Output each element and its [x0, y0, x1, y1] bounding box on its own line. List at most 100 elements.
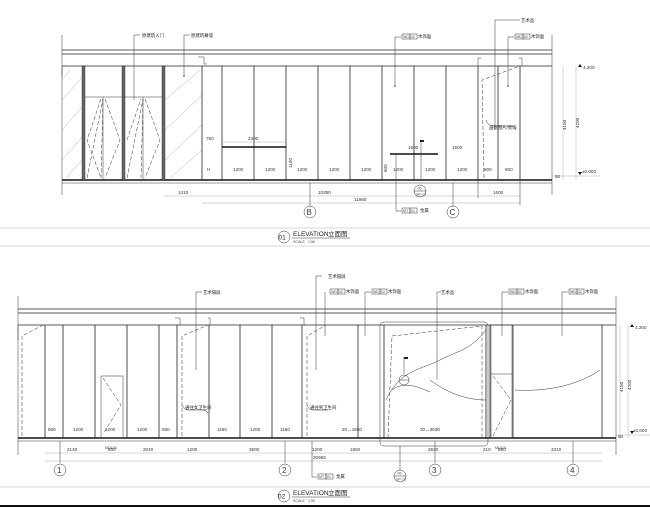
material-tag-wd-4: WD 02 木饰面 [364, 288, 402, 336]
wall-panels-02 [44, 325, 603, 438]
svg-text:1200: 1200 [361, 167, 372, 172]
svg-text:02: 02 [524, 35, 528, 39]
callout-art-01: 艺术品 [494, 17, 535, 130]
dim-760: 760 [206, 136, 214, 141]
svg-text:1:50: 1:50 [308, 240, 315, 244]
svg-text:1:50: 1:50 [308, 499, 315, 503]
svg-text:800: 800 [505, 167, 513, 172]
dim-1500: 1500 [452, 145, 463, 150]
svg-text:680: 680 [162, 427, 170, 432]
svg-text:SCALE: SCALE [293, 499, 305, 503]
door-md101 [490, 324, 513, 439]
svg-text:01: 01 [411, 209, 415, 213]
wall-panels-01 [201, 66, 521, 180]
elevation-02: MD104 MD101 680 1200 1200 1 [0, 273, 650, 507]
svg-text:SCALE: SCALE [293, 240, 305, 244]
callout-art-screen-1: 艺术隔屏 [195, 289, 221, 370]
door-tag-md104: MD104 [105, 446, 117, 450]
callout-art-02: 艺术品 [436, 289, 455, 380]
svg-text:1200: 1200 [265, 167, 276, 172]
grid-marker-4: 4 [570, 466, 575, 475]
svg-text:艺术隔屏: 艺术隔屏 [328, 273, 346, 280]
material-tag-wd-5: WD 02 木饰面 [501, 288, 539, 336]
svg-text:3500: 3500 [249, 447, 260, 452]
svg-text:1150: 1150 [217, 427, 227, 432]
door-tag-md101: MD101 [495, 446, 507, 450]
svg-text:680: 680 [48, 427, 56, 432]
svg-text:SP-13: SP-13 [396, 478, 406, 482]
material-tag-mt-02: MT 01 金属 [311, 441, 345, 480]
svg-text:02: 02 [518, 290, 522, 294]
left-wall-hatch [61, 69, 203, 179]
art-frame [379, 321, 489, 447]
svg-text:1200: 1200 [393, 167, 404, 172]
height-dim-4150-02: 4150 [619, 381, 624, 392]
material-tag-wd-3: WD 02 木饰面 [324, 288, 360, 336]
svg-text:立面图: 立面图 [328, 488, 348, 497]
panel-dims-01: H 1200 1200 1200 1200 1200 1200 1200 120… [207, 167, 513, 172]
svg-text:艺术品: 艺术品 [441, 289, 455, 296]
svg-text:02: 02 [411, 35, 415, 39]
material-tag-wd-6: WD 02 木饰面 [561, 288, 599, 336]
svg-text:ELEVATION: ELEVATION [293, 490, 329, 497]
dim-1410: 1410 [178, 190, 189, 195]
svg-text:木饰面: 木饰面 [346, 288, 360, 295]
grid-marker-c: C [450, 208, 456, 217]
grid-marker-b: B [307, 208, 312, 217]
svg-text:1200: 1200 [312, 447, 323, 452]
material-tag-mt: MT 01 金属 [395, 154, 429, 214]
svg-text:WD: WD [373, 290, 379, 294]
height-dim-4200: 4200 [575, 117, 580, 128]
dim-10350: 10350 [318, 190, 331, 195]
svg-text:ELEVATION: ELEVATION [293, 231, 329, 238]
material-tag-wd-1: WD 02 木饰面 [394, 33, 432, 87]
svg-text:02: 02 [278, 494, 286, 501]
small-dim-50-02: 50 [618, 434, 624, 439]
svg-text:05: 05 [418, 187, 422, 191]
svg-text:02: 02 [381, 290, 385, 294]
svg-text:01: 01 [279, 235, 287, 242]
svg-text:艺术隔屏: 艺术隔屏 [203, 289, 221, 296]
svg-text:WD: WD [331, 290, 337, 294]
svg-text:艺术品: 艺术品 [521, 17, 535, 24]
dim-2400: 2400 [248, 136, 259, 141]
section-marker-02: 05 SP-13 [393, 446, 407, 483]
svg-text:立面图: 立面图 [328, 229, 348, 238]
svg-text:MT: MT [319, 475, 325, 479]
svg-text:WD: WD [570, 290, 576, 294]
svg-text:木饰面: 木饰面 [418, 33, 432, 40]
svg-text:1200: 1200 [105, 427, 116, 432]
grid-marker-1: 1 [57, 466, 62, 475]
svg-text:3630: 3630 [428, 447, 439, 452]
svg-text:1200: 1200 [187, 447, 198, 452]
section-marker-01: 05 SP-13 [413, 184, 427, 198]
small-dim-50: 50 [555, 174, 561, 179]
svg-text:H: H [207, 167, 210, 172]
dim-11960: 11960 [354, 197, 367, 202]
svg-text:金属: 金属 [420, 207, 429, 214]
total-dim-20960: 20960 [313, 455, 326, 460]
elevation-01-title: 01 ELEVATION 立面图 SCALE 1:50 [277, 229, 350, 244]
material-tag-wd-2: WD 02 木饰面 [507, 33, 545, 87]
svg-text:1200: 1200 [297, 167, 308, 172]
grid-marker-2: 2 [282, 466, 287, 475]
callout-toilet-men: 通往男卫生间 [310, 404, 336, 411]
svg-text:880: 880 [498, 447, 506, 452]
svg-text:20↔1850: 20↔1850 [342, 427, 362, 432]
svg-text:2140: 2140 [67, 447, 78, 452]
dim-600: 600 [383, 164, 388, 172]
callout-art-frame: 画框图片/装饰 [489, 124, 517, 131]
level-top: 4.200 [583, 65, 595, 70]
level-bottom: ±0.000 [582, 169, 596, 174]
svg-text:木饰面: 木饰面 [585, 288, 599, 295]
svg-text:木饰面: 木饰面 [525, 288, 539, 295]
svg-text:木饰面: 木饰面 [531, 33, 545, 40]
svg-text:WD: WD [403, 35, 409, 39]
svg-text:210: 210 [483, 447, 491, 452]
elevation-02-title: 02 ELEVATION 立面图 SCALE 1:50 [277, 488, 350, 503]
svg-text:1200: 1200 [137, 427, 148, 432]
svg-text:01: 01 [327, 475, 331, 479]
entrance-doors [81, 65, 166, 181]
svg-text:2040: 2040 [143, 447, 154, 452]
